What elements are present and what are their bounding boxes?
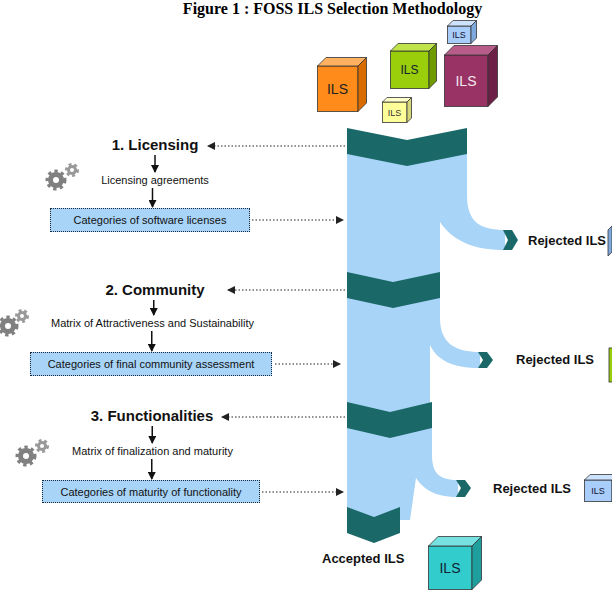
flow-arrow xyxy=(154,155,156,172)
heading-text: 3. Functionalities xyxy=(62,407,242,425)
chevron-band xyxy=(347,507,400,543)
dotted-arrow xyxy=(252,219,343,220)
category-box: Categories of final community assessment xyxy=(30,352,272,376)
flow xyxy=(347,150,505,290)
accepted-cube: ILS xyxy=(428,536,482,590)
cube-top xyxy=(585,475,612,481)
figure-title: Figure 1 : FOSS ILS Selection Methodolog… xyxy=(0,0,612,18)
cube-fragment xyxy=(608,226,612,256)
rejected-label: Rejected ILS xyxy=(528,233,606,249)
cube-side xyxy=(429,44,437,89)
dotted-arrow xyxy=(262,491,343,492)
step-method: Matrix of Attractiveness and Sustainabil… xyxy=(25,316,280,330)
cube-side xyxy=(358,58,367,112)
rejected-label: Rejected ILS xyxy=(516,352,594,368)
accepted-label: Accepted ILS xyxy=(322,551,404,567)
cube-front xyxy=(445,55,489,107)
cube-side xyxy=(472,537,482,590)
cube-front xyxy=(391,51,430,89)
cube-side xyxy=(471,21,477,44)
ils-cube: ILS xyxy=(317,57,367,112)
flow-arrow xyxy=(152,426,154,443)
flow-arrow xyxy=(153,300,155,315)
category-box: Categories of maturity of functionality xyxy=(42,480,260,503)
category-box: Categories of software licenses xyxy=(50,208,250,232)
step-heading: 2. Community xyxy=(70,281,240,299)
box-label: Categories of final community assessment xyxy=(35,357,267,371)
box-label: Categories of software licenses xyxy=(55,213,245,227)
method-text: Matrix of finalization and maturity xyxy=(35,444,270,458)
flow xyxy=(347,425,458,520)
flow xyxy=(347,296,480,415)
heading-text: 1. Licensing xyxy=(70,136,240,154)
ils-cube: ILS xyxy=(444,45,498,107)
cube-front xyxy=(318,66,359,112)
rejected-cube: ILS xyxy=(584,474,612,502)
box-label: Categories of maturity of functionality xyxy=(47,485,255,499)
cube-label: ILS xyxy=(428,546,472,590)
ils-cube: ILS xyxy=(390,43,437,89)
dotted-arrow xyxy=(222,416,345,417)
dotted-arrow xyxy=(208,145,345,146)
flow-arrow xyxy=(152,188,154,207)
heading-text: 2. Community xyxy=(70,281,240,299)
ils-cube: ILS xyxy=(447,20,477,44)
chevron-band xyxy=(347,402,432,438)
cube-front xyxy=(383,102,408,123)
branch-head xyxy=(503,230,518,250)
rejected-label: Rejected ILS xyxy=(493,481,571,497)
cube-side xyxy=(407,98,412,123)
ils-cube: ILS xyxy=(382,97,412,123)
chevron-band xyxy=(347,128,467,166)
flow-arrow xyxy=(151,331,153,351)
cube-front xyxy=(585,480,612,502)
cube-front xyxy=(429,546,473,590)
cube-fragment xyxy=(609,348,612,382)
chevron-band xyxy=(347,272,440,308)
gear-icon xyxy=(18,441,47,464)
cube-side xyxy=(488,46,498,107)
gear-icon xyxy=(48,165,77,188)
cube-label: ILS xyxy=(584,480,612,502)
gear-icon xyxy=(0,311,27,334)
cube-label: ILS xyxy=(444,55,488,107)
dotted-arrow xyxy=(228,289,345,290)
cube-label: ILS xyxy=(447,26,471,44)
step-heading: 3. Functionalities xyxy=(62,407,242,425)
dotted-arrow xyxy=(275,363,340,364)
step-method: Matrix of finalization and maturity xyxy=(35,444,270,458)
step-heading: 1. Licensing xyxy=(70,136,240,154)
method-text: Matrix of Attractiveness and Sustainabil… xyxy=(25,316,280,330)
method-text: Licensing agreements xyxy=(50,173,260,187)
cube-label: ILS xyxy=(390,51,429,89)
branch-head xyxy=(456,480,471,497)
cube-label: ILS xyxy=(382,102,407,123)
flow-arrow xyxy=(151,459,153,479)
branch-head xyxy=(478,352,493,368)
cube-front xyxy=(448,26,472,44)
cube-label: ILS xyxy=(317,66,358,112)
step-method: Licensing agreements xyxy=(50,173,260,187)
